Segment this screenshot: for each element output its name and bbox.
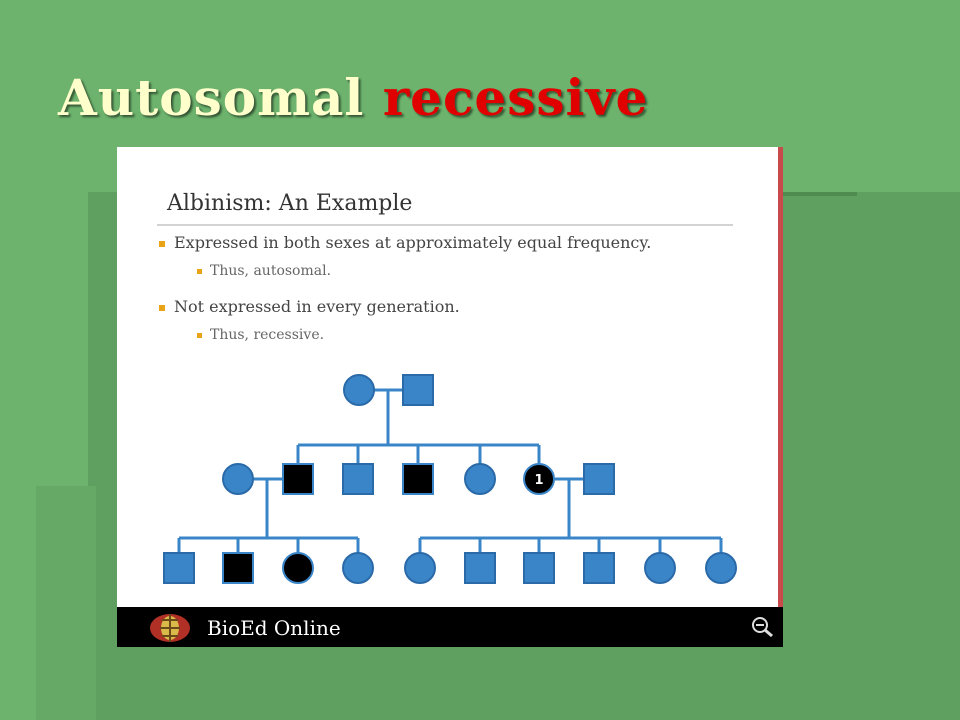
footer-bar: BioEd Online — [117, 607, 783, 647]
pedigree-male-unaffected — [342, 463, 374, 495]
pedigree-chart: 1 — [163, 374, 737, 584]
page-title: Autosomal recessive — [58, 68, 648, 127]
bullet-item: Not expressed in every generation. — [159, 297, 460, 316]
pedigree-label: 1 — [534, 473, 543, 488]
pedigree-female-affected — [282, 552, 314, 584]
pedigree-female-unaffected — [404, 552, 436, 584]
sub-bullet-text: Thus, autosomal. — [210, 263, 332, 279]
pedigree-male-unaffected — [583, 463, 615, 495]
slide-heading: Albinism: An Example — [167, 191, 413, 216]
background-panel-left — [36, 486, 96, 720]
pedigree-male-unaffected — [163, 552, 195, 584]
pedigree-female-unaffected — [705, 552, 737, 584]
background-line — [783, 192, 857, 196]
pedigree-male-unaffected — [523, 552, 555, 584]
sub-bullet-item: Thus, recessive. — [197, 327, 324, 343]
heading-divider — [157, 224, 733, 226]
bioed-logo — [150, 614, 190, 642]
bullet-text: Expressed in both sexes at approximately… — [174, 233, 652, 252]
bullet-marker — [159, 304, 165, 311]
slide-edge-bar — [778, 147, 783, 607]
pedigree-female-unaffected — [343, 374, 375, 406]
slide-image: Albinism: An Example Expressed in both s… — [117, 147, 783, 647]
bullet-marker — [197, 332, 202, 338]
pedigree-female-affected — [523, 463, 555, 495]
title-part-autosomal: Autosomal — [58, 68, 365, 127]
sub-bullet-text: Thus, recessive. — [210, 327, 325, 343]
pedigree-male-affected — [282, 463, 314, 495]
pedigree-female-unaffected — [342, 552, 374, 584]
pedigree-male-affected — [402, 463, 434, 495]
zoom-out-icon[interactable] — [751, 616, 775, 638]
title-part-recessive: recessive — [382, 68, 649, 127]
pedigree-male-unaffected — [583, 552, 615, 584]
pedigree-male-affected — [222, 552, 254, 584]
pedigree-male-unaffected — [464, 552, 496, 584]
bullet-item: Expressed in both sexes at approximately… — [159, 233, 651, 252]
pedigree-female-unaffected — [222, 463, 254, 495]
pedigree-female-unaffected — [644, 552, 676, 584]
footer-brand: BioEd Online — [207, 616, 341, 640]
pedigree-male-unaffected — [402, 374, 434, 406]
bullet-marker — [159, 240, 165, 247]
pedigree-female-unaffected — [464, 463, 496, 495]
bullet-marker — [197, 268, 202, 274]
sub-bullet-item: Thus, autosomal. — [197, 263, 331, 279]
bullet-text: Not expressed in every generation. — [174, 297, 460, 316]
